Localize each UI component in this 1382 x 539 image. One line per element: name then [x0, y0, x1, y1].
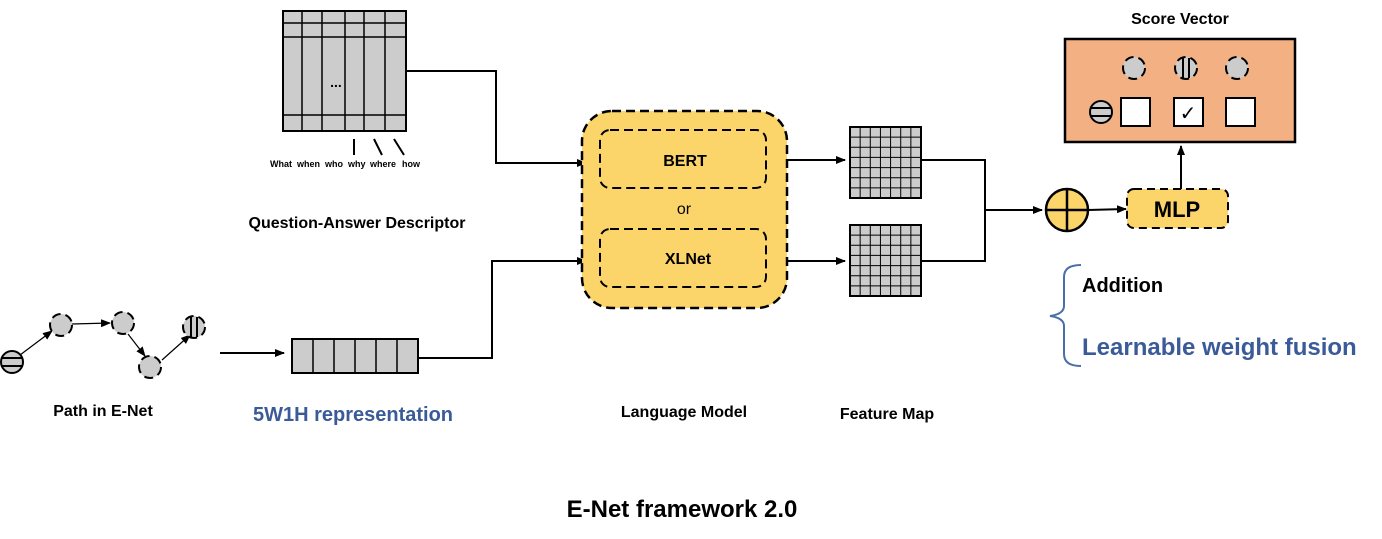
- qa-descriptor-block: ... What when who why where how Question…: [249, 10, 466, 232]
- connector-fusion-to-mlp: [1087, 205, 1127, 214]
- connector-qa-to-bert: [406, 70, 587, 167]
- bert-label: BERT: [663, 153, 707, 170]
- check-mark-icon: ✓: [1180, 103, 1197, 125]
- fusion-addition-label: Addition: [1082, 275, 1163, 297]
- bert-box: [599, 129, 767, 189]
- path-title: Path in E-Net: [53, 403, 153, 420]
- qa-words: What when who why where how: [270, 159, 421, 169]
- fusion-brace: [1049, 264, 1082, 367]
- feature-map-title: Feature Map: [840, 406, 934, 423]
- path-edge: [161, 334, 191, 361]
- path-edge: [127, 333, 146, 357]
- qa-descriptor-title: Question-Answer Descriptor: [249, 215, 466, 232]
- qa-word: how: [402, 159, 421, 169]
- path-node-icon: [49, 313, 73, 337]
- path-edge: [71, 319, 111, 328]
- score-node-icon: [1225, 56, 1249, 80]
- pointer-tick: [373, 138, 383, 156]
- score-node-icon: [1122, 56, 1146, 80]
- qa-word: why: [347, 159, 366, 169]
- mlp-box: [1126, 188, 1229, 229]
- mlp-label: MLP: [1154, 197, 1200, 222]
- score-checkbox: [1120, 97, 1151, 127]
- start-node-icon: [0, 350, 24, 374]
- qa-ellipsis: ...: [330, 74, 342, 90]
- path-node-icon: [138, 355, 162, 379]
- qa-word: What: [270, 159, 292, 169]
- pointer-tick: [393, 138, 405, 156]
- language-model-block: BERT or XLNet Language Model: [580, 109, 789, 421]
- or-label: or: [677, 201, 692, 218]
- fusion-learnable-label: Learnable weight fusion: [1082, 334, 1357, 361]
- language-model-title: Language Model: [621, 404, 747, 421]
- connector-representation-to-xlnet: [418, 257, 587, 359]
- feature-map-block: Feature Map: [840, 126, 934, 423]
- qa-word: who: [324, 159, 343, 169]
- qa-word: when: [296, 159, 320, 169]
- xlnet-label: XLNet: [665, 251, 712, 268]
- feature-map-top: [849, 126, 922, 199]
- path-edge: [19, 330, 53, 356]
- score-vector-block: Score Vector ✓: [1063, 11, 1297, 144]
- feature-map-bottom: [849, 224, 922, 297]
- score-start-node-icon: [1089, 100, 1113, 124]
- fusion-plus-icon: [1044, 187, 1090, 233]
- score-checkbox: [1225, 97, 1256, 127]
- representation-block: 5W1H representation: [253, 338, 453, 426]
- xlnet-box: [599, 228, 767, 288]
- score-vector-title: Score Vector: [1131, 11, 1229, 28]
- path-graph: Path in E-Net: [0, 311, 206, 420]
- path-node-icon: [111, 311, 135, 335]
- score-checkbox: [1173, 97, 1204, 127]
- end-node-icon: [182, 315, 206, 339]
- connector-feature-maps-merge: [921, 159, 986, 262]
- framework-title: E-Net framework 2.0: [567, 496, 798, 523]
- qa-word: where: [369, 159, 396, 169]
- representation-title: 5W1H representation: [253, 404, 453, 426]
- score-node-icon: [1174, 56, 1198, 80]
